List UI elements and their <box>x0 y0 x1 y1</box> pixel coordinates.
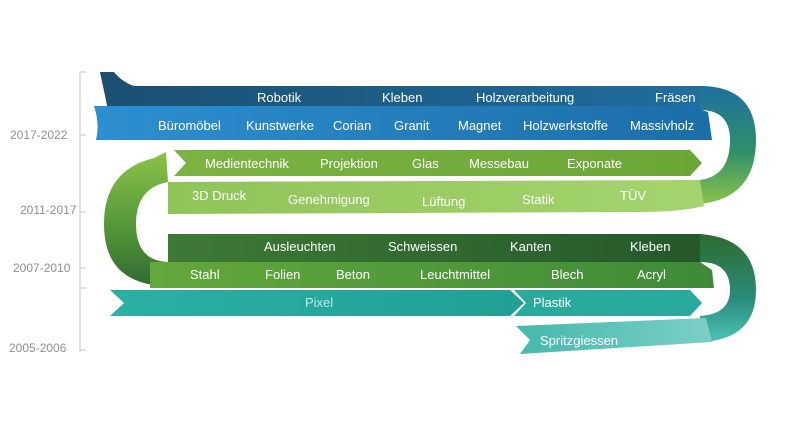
label-corian: Corian <box>333 118 371 133</box>
label-granit: Granit <box>394 118 430 133</box>
label-spritzgiessen: Spritzgiessen <box>540 333 618 348</box>
label-exponate: Exponate <box>567 156 622 171</box>
label-kunstwerke: Kunstwerke <box>246 118 314 133</box>
label-statik: Statik <box>522 192 555 207</box>
year-label-2017-2022: 2017-2022 <box>10 128 68 142</box>
label-holzwerkstoffe: Holzwerkstoffe <box>523 118 608 133</box>
axis-ticks <box>80 71 86 351</box>
label-medientechnik: Medientechnik <box>205 156 289 171</box>
label-leuchtmittel: Leuchtmittel <box>420 267 490 282</box>
label-robotik: Robotik <box>257 90 302 105</box>
band-teal-plastik <box>514 290 702 316</box>
labels-green-arrow: Medientechnik Projektion Glas Messebau E… <box>205 156 622 171</box>
labels-top-dark: Robotik Kleben Holzverarbeitung Fräsen <box>257 90 695 105</box>
label-pixel: Pixel <box>305 295 333 310</box>
loop-right-bottom <box>700 234 756 342</box>
label-projektion: Projektion <box>320 156 378 171</box>
band-green-mid <box>150 262 714 288</box>
band-light-green <box>168 180 704 214</box>
label-beton: Beton <box>336 267 370 282</box>
label-magnet: Magnet <box>458 118 502 133</box>
band-teal-light <box>516 318 712 354</box>
label-tuev: TÜV <box>620 188 646 203</box>
label-fraesen: Fräsen <box>655 90 695 105</box>
year-label-2011-2017: 2011-2017 <box>20 203 77 217</box>
label-holzverarbeitung: Holzverarbeitung <box>476 90 574 105</box>
label-plastik: Plastik <box>533 295 572 310</box>
label-kleben-top: Kleben <box>382 90 422 105</box>
labels-dark-green: Ausleuchten Schweissen Kanten Kleben <box>264 239 670 254</box>
label-folien: Folien <box>265 267 300 282</box>
label-messebau: Messebau <box>469 156 529 171</box>
label-bueromoebel: Büromöbel <box>158 118 221 133</box>
labels-top-blue: Büromöbel Kunstwerke Corian Granit Magne… <box>158 118 694 133</box>
label-glas: Glas <box>412 156 439 171</box>
band-top-dark <box>100 72 716 110</box>
band-dark-green <box>168 234 722 262</box>
labels-light-green: 3D Druck Genehmigung Lüftung Statik TÜV <box>192 188 646 209</box>
loop-left <box>104 152 170 286</box>
band-teal-pixel <box>110 290 524 316</box>
loop-right-top <box>700 86 756 204</box>
labels-green-mid: Stahl Folien Beton Leuchtmittel Blech Ac… <box>190 267 666 282</box>
label-blech: Blech <box>551 267 584 282</box>
band-top-blue <box>94 106 712 140</box>
label-lueftung: Lüftung <box>422 194 465 209</box>
label-acryl: Acryl <box>637 267 666 282</box>
year-axis: 2017-2022 2011-2017 2007-2010 2005-2006 <box>9 71 86 355</box>
label-massivholz: Massivholz <box>630 118 694 133</box>
label-3d-druck: 3D Druck <box>192 188 247 203</box>
label-schweissen: Schweissen <box>388 239 457 254</box>
label-stahl: Stahl <box>190 267 220 282</box>
label-ausleuchten: Ausleuchten <box>264 239 336 254</box>
year-label-2007-2010: 2007-2010 <box>13 261 71 275</box>
label-kleben-bottom: Kleben <box>630 239 670 254</box>
year-label-2005-2006: 2005-2006 <box>9 341 67 355</box>
label-genehmigung: Genehmigung <box>288 192 370 207</box>
labels-teal: Pixel Plastik Spritzgiessen <box>305 295 618 348</box>
label-kanten: Kanten <box>510 239 551 254</box>
band-green-arrow <box>174 150 702 176</box>
